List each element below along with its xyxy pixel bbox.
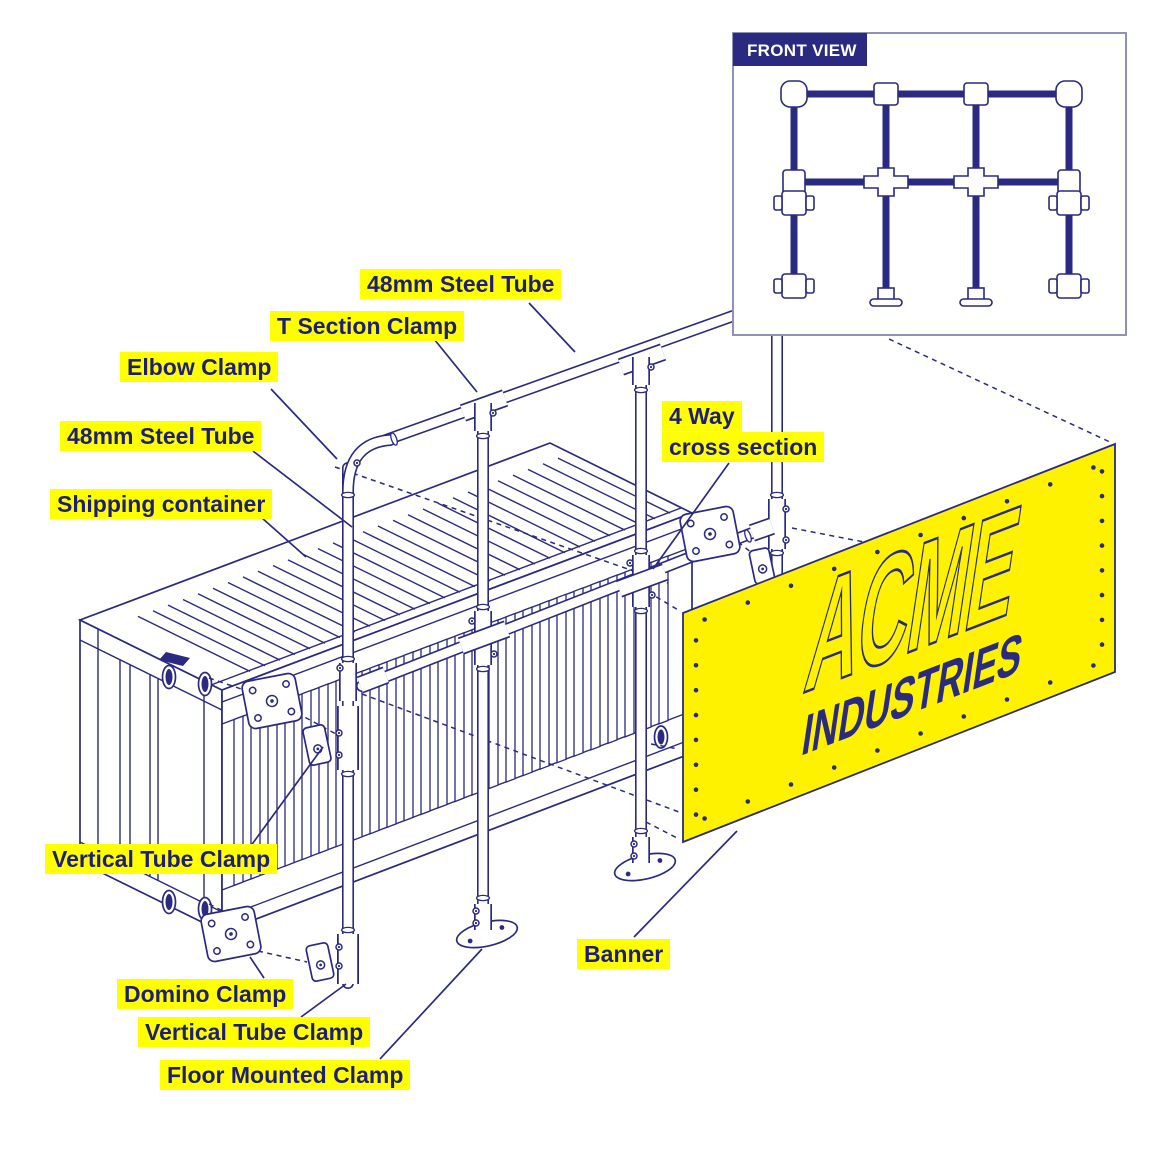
leader-lines: [249, 302, 738, 1060]
corner-casting-top: [159, 652, 213, 697]
inset-title-text: FRONT VIEW: [747, 41, 857, 60]
mid-t-clamp-post-a: [336, 655, 390, 701]
label-four-way-line1: 4 Way: [662, 401, 742, 431]
four-way-cross-post-c: [615, 547, 669, 615]
elbow-clamp-part: [340, 432, 398, 499]
corner-casting-bottom: [161, 889, 213, 922]
vertical-tube-clamp-post-a-bottom: [305, 926, 359, 984]
label-banner: Banner: [577, 939, 671, 969]
top-rail-tube: [380, 310, 739, 446]
railing-assembly: [200, 310, 790, 989]
banner-panel: ACME INDUSTRIES: [682, 442, 1116, 844]
label-shipping-container: Shipping container: [50, 489, 273, 519]
domino-clamp-plate-upper: [241, 672, 303, 730]
four-way-cross-post-b: [457, 603, 511, 673]
label-vertical-tube-clamp-upper: Vertical Tube Clamp: [45, 844, 278, 874]
label-four-way-line2: cross section: [662, 432, 825, 462]
label-four-way-cross-section: 4 Way cross section: [662, 401, 825, 463]
label-vertical-tube-clamp-lower: Vertical Tube Clamp: [138, 1017, 371, 1047]
banner-text: ACME INDUSTRIES: [796, 469, 1031, 769]
domino-clamp-plate-lower: [200, 905, 262, 963]
label-48mm-steel-tube-left: 48mm Steel Tube: [60, 421, 262, 451]
front-view-drawing: [773, 80, 1090, 307]
label-elbow-clamp: Elbow Clamp: [120, 352, 279, 382]
domino-clamp-plate-post-d: [679, 505, 741, 563]
label-floor-mounted-clamp: Floor Mounted Clamp: [160, 1060, 411, 1090]
label-t-section-clamp: T Section Clamp: [270, 311, 465, 341]
front-view-inset: FRONT VIEW: [732, 32, 1127, 336]
t-section-clamp-post-b: [459, 389, 509, 440]
t-clamp-post-d: [744, 491, 790, 585]
corner-casting-right: [653, 725, 669, 749]
inset-title-tab: [733, 33, 867, 66]
banner-grommets: [693, 465, 1105, 821]
label-48mm-steel-tube-top: 48mm Steel Tube: [360, 269, 562, 299]
t-section-clamp-post-c: [617, 343, 667, 394]
floor-mounted-clamp-post-c: [613, 827, 677, 882]
floor-mounted-clamp-post-b: [455, 894, 519, 949]
label-domino-clamp: Domino Clamp: [117, 979, 294, 1009]
banner-sheet: [682, 442, 1116, 844]
